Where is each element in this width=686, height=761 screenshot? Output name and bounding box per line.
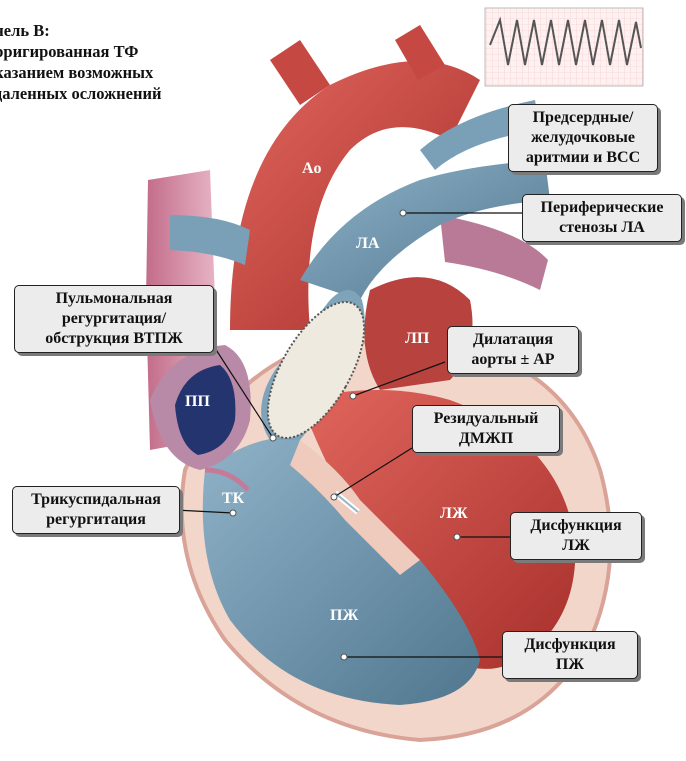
callout-tricuspid-regurgitation-line-1: Трикуспидальная: [19, 490, 173, 510]
callout-arrhythmia: Предсердные/ желудочковые аритмии и ВСС: [508, 104, 658, 172]
callout-residual-vsd: Резидуальный ДМЖП: [412, 405, 560, 453]
callout-residual-vsd-line-1: Резидуальный: [419, 409, 553, 429]
panel-title-line-1: анель В:: [0, 20, 216, 41]
callout-aortic-dilation: Дилатация аорты ± АР: [447, 326, 579, 374]
callout-pulmonary-regurgitation-line-3: обструкция ВТПЖ: [21, 329, 207, 349]
callout-rv-dysfunction-line-2: ПЖ: [509, 655, 631, 675]
callout-tricuspid-regurgitation-line-2: регургитация: [19, 510, 173, 530]
callout-lv-dysfunction-line-2: ЛЖ: [517, 536, 635, 556]
callout-peripheral-stenosis: Периферические стенозы ЛА: [522, 194, 682, 242]
panel-title: анель В: орригированная ТФ указанием воз…: [0, 20, 216, 104]
label-left-atrium: ЛП: [405, 330, 429, 348]
callout-arrhythmia-line-3: аритмии и ВСС: [515, 148, 651, 168]
callout-rv-dysfunction: Дисфункция ПЖ: [502, 631, 638, 679]
callout-pulmonary-regurgitation-line-2: регургитация/: [21, 309, 207, 329]
panel-title-line-3: указанием возможных: [0, 62, 216, 83]
label-pulmonary-artery: ЛА: [356, 235, 379, 253]
ecg-strip: [485, 8, 643, 86]
callout-peripheral-stenosis-line-2: стенозы ЛА: [529, 218, 675, 238]
panel-title-line-4: тдаленных осложнений: [0, 83, 216, 104]
callout-lv-dysfunction-line-1: Дисфункция: [517, 516, 635, 536]
callout-pulmonary-regurgitation-line-1: Пульмональная: [21, 289, 207, 309]
label-aorta: Ao: [302, 160, 322, 178]
callout-lv-dysfunction: Дисфункция ЛЖ: [510, 512, 642, 560]
label-right-atrium: ПП: [185, 393, 210, 411]
callout-aortic-dilation-line-2: аорты ± АР: [454, 350, 572, 370]
label-right-ventricle: ПЖ: [330, 607, 358, 625]
panel-title-line-2: орригированная ТФ: [0, 41, 216, 62]
callout-arrhythmia-line-1: Предсердные/: [515, 108, 651, 128]
callout-tricuspid-regurgitation: Трикуспидальная регургитация: [12, 486, 180, 534]
callout-pulmonary-regurgitation: Пульмональная регургитация/ обструкция В…: [14, 285, 214, 353]
label-left-ventricle: ЛЖ: [440, 505, 468, 523]
callout-arrhythmia-line-2: желудочковые: [515, 128, 651, 148]
callout-rv-dysfunction-line-1: Дисфункция: [509, 635, 631, 655]
callout-peripheral-stenosis-line-1: Периферические: [529, 198, 675, 218]
callout-aortic-dilation-line-1: Дилатация: [454, 330, 572, 350]
callout-residual-vsd-line-2: ДМЖП: [419, 429, 553, 449]
label-tricuspid-valve: ТК: [222, 490, 244, 508]
